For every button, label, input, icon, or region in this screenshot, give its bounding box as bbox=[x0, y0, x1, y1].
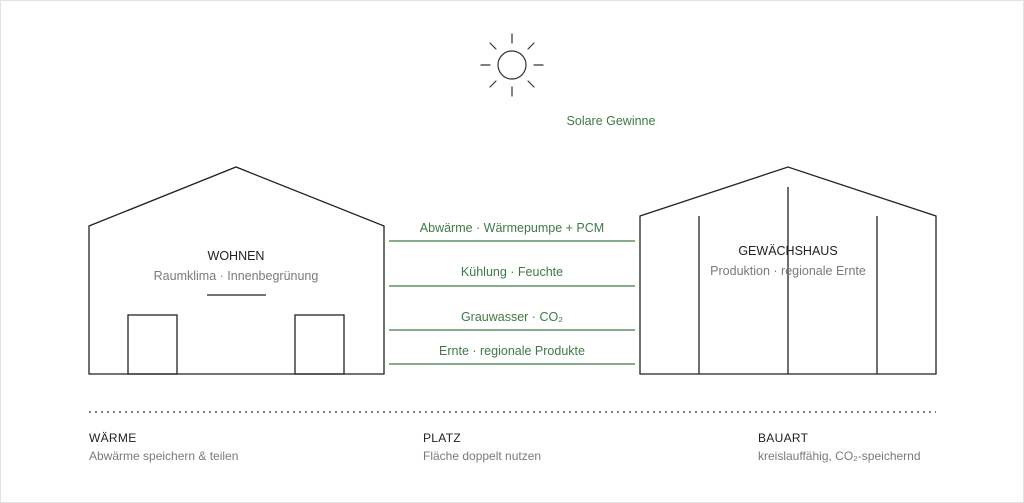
footer-platz-subtitle: Fläche doppelt nutzen bbox=[423, 449, 542, 463]
footer-waerme-title: WÄRME bbox=[89, 431, 137, 445]
wohnen-title: WOHNEN bbox=[207, 249, 265, 263]
wohnen-door-right bbox=[294, 314, 345, 375]
flow-label-1: Abwärme · Wärmepumpe + PCM bbox=[419, 221, 605, 235]
footer-bauart-subtitle: kreislauffähig, CO₂-speichernd bbox=[758, 449, 921, 463]
house-gewaechshaus-outline bbox=[639, 166, 937, 375]
wohnen-subtitle: Raumklima · Innenbegrünung bbox=[153, 269, 319, 283]
footer-platz-title: PLATZ bbox=[423, 431, 461, 445]
flow-lines bbox=[389, 240, 635, 365]
sun-icon bbox=[480, 33, 544, 97]
flow-label-4: Ernte · regionale Produkte bbox=[439, 344, 585, 358]
solar-gains-label: Solare Gewinne bbox=[566, 114, 656, 128]
gewaechshaus-title: GEWÄCHSHAUS bbox=[738, 244, 838, 258]
flow-label-2: Kühlung · Feuchte bbox=[460, 265, 564, 279]
flow-label-3: Grauwasser · CO₂ bbox=[460, 310, 564, 324]
wohnen-door-left bbox=[127, 314, 178, 375]
footer-bauart-title: BAUART bbox=[758, 431, 809, 445]
footer-waerme-subtitle: Abwärme speichern & teilen bbox=[89, 449, 239, 463]
gewaechshaus-subtitle: Produktion · regionale Ernte bbox=[710, 264, 866, 278]
